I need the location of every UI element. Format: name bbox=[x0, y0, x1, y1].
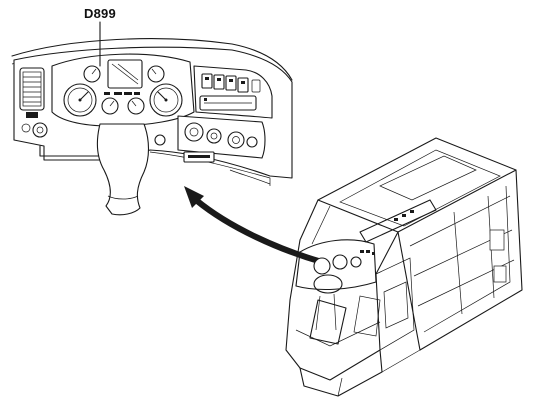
climate-knobs bbox=[184, 122, 258, 149]
speedometer-dial bbox=[149, 83, 183, 117]
central-display bbox=[107, 59, 143, 89]
truck-cab-frame bbox=[285, 137, 523, 397]
rear-rail bbox=[409, 195, 511, 247]
passenger-seat bbox=[353, 295, 381, 337]
light-switch-knob bbox=[21, 122, 48, 138]
roof-hatch bbox=[379, 155, 477, 201]
door-opening bbox=[375, 257, 415, 351]
floor-rear-line bbox=[381, 349, 421, 373]
driver-seat bbox=[309, 299, 347, 345]
steering-column-joint bbox=[107, 195, 139, 200]
floor-line bbox=[295, 321, 381, 347]
speaker-grille bbox=[154, 134, 166, 146]
dashboard-lower-edge bbox=[149, 151, 271, 186]
switch-bank bbox=[201, 73, 261, 93]
rear-cutout-2 bbox=[493, 265, 507, 283]
overhead-switch-2 bbox=[402, 214, 406, 217]
steering-column bbox=[96, 123, 150, 216]
door-inner-panel bbox=[383, 281, 409, 329]
callout-label: D899 bbox=[84, 6, 116, 21]
overhead-switch-3 bbox=[410, 210, 414, 213]
a-pillar bbox=[289, 199, 319, 301]
dashboard-top-outline bbox=[11, 38, 293, 81]
dashboard-lower-ledge bbox=[39, 145, 119, 157]
small-gauge-left bbox=[83, 65, 101, 83]
middle-gauges bbox=[101, 92, 145, 115]
small-gauge-right bbox=[147, 65, 165, 83]
dashboard-lower-edge-2 bbox=[229, 169, 271, 185]
tachometer-dial bbox=[63, 83, 97, 117]
step-edge bbox=[337, 377, 343, 397]
cab-steering-wheel bbox=[313, 274, 343, 294]
cab-steering-column bbox=[315, 293, 337, 331]
left-air-vent bbox=[19, 67, 45, 118]
radio-slot bbox=[199, 95, 257, 111]
dashboard-detail bbox=[11, 21, 293, 216]
overhead-console bbox=[359, 199, 437, 243]
cab-cluster bbox=[313, 250, 375, 275]
cab-rear-wall bbox=[397, 169, 523, 351]
overhead-switch-1 bbox=[394, 218, 398, 221]
a-pillar-inner bbox=[311, 205, 331, 245]
rear-post bbox=[453, 211, 463, 315]
ashtray-slot bbox=[188, 155, 210, 158]
cab-roof bbox=[317, 137, 517, 233]
cab-dashboard bbox=[295, 239, 377, 291]
curved-arrow bbox=[184, 186, 325, 265]
cab-roof-inner bbox=[339, 149, 501, 227]
cab-rear-inner bbox=[423, 185, 511, 333]
rear-window-cutout bbox=[489, 229, 505, 251]
